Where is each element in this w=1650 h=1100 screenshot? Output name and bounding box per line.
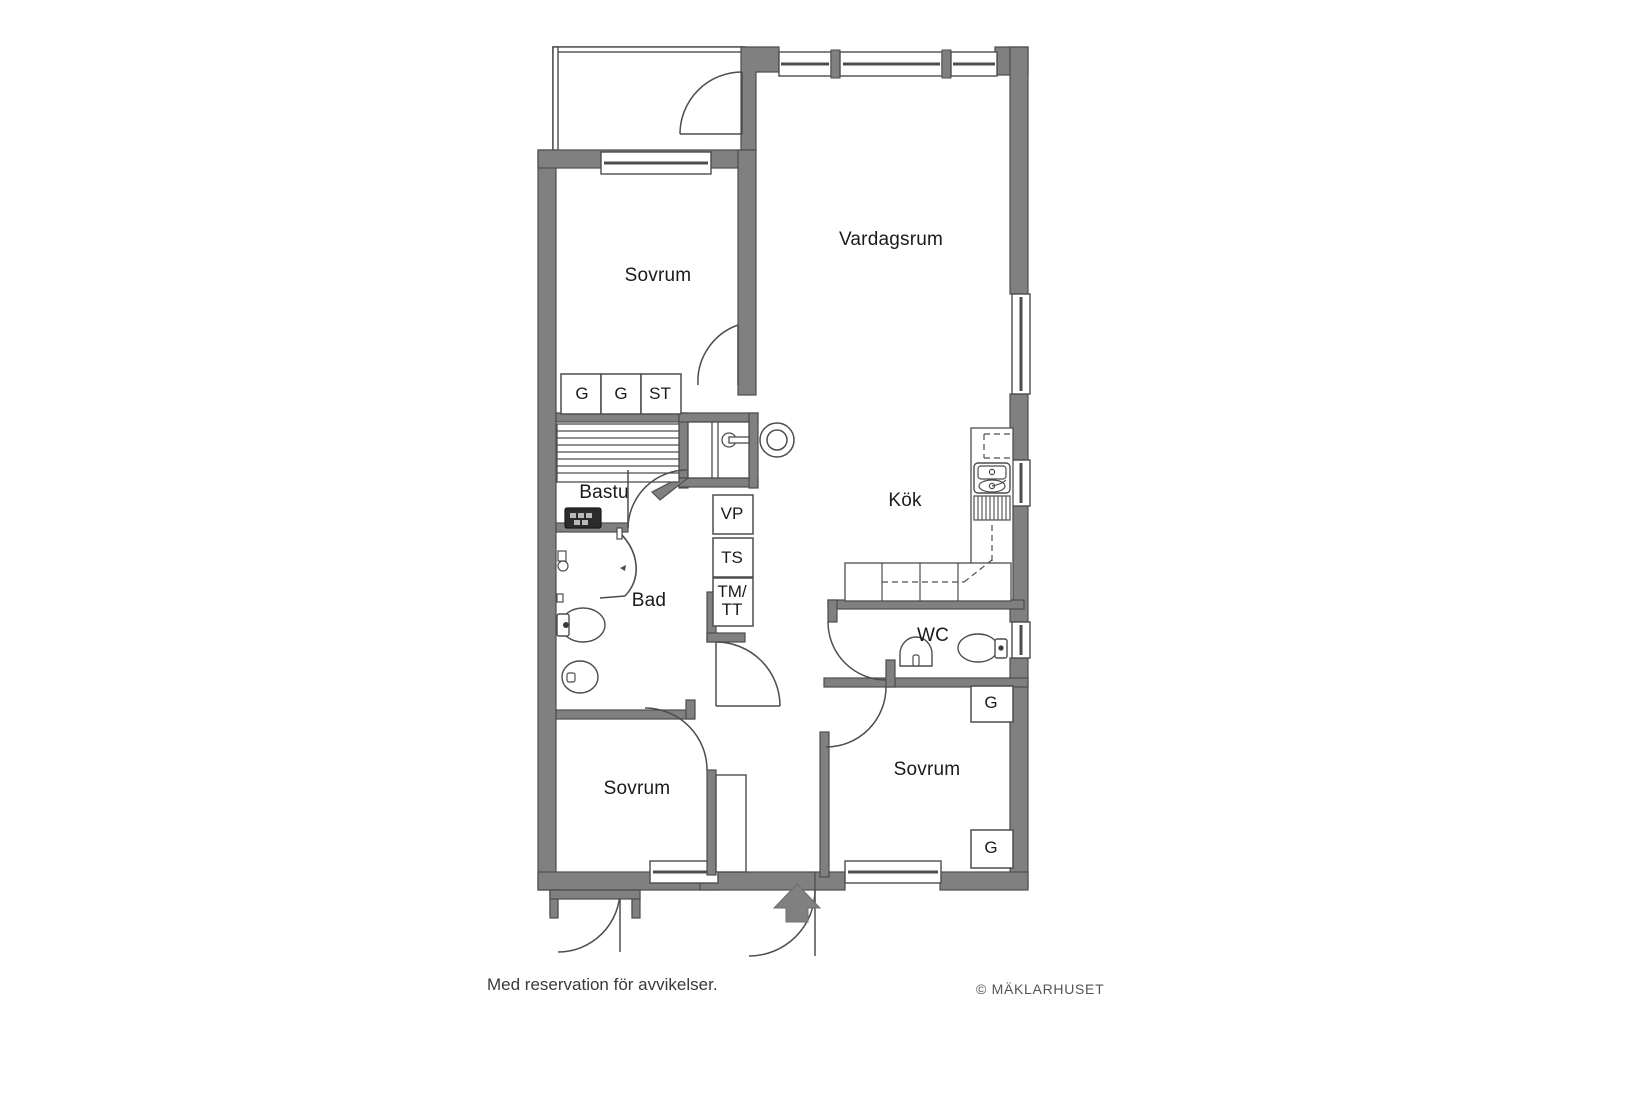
appliance-label-vp: VP <box>720 504 744 524</box>
closet-label-st: ST <box>649 384 671 404</box>
window-group-north <box>778 49 998 79</box>
balcony-outline <box>552 46 746 154</box>
window-bedroom-top <box>600 151 712 175</box>
closet-label-g-3: G <box>984 693 998 713</box>
bathroom-fixtures <box>556 527 637 694</box>
washer-icon <box>759 422 795 458</box>
hall-partition <box>715 774 747 873</box>
sauna-benches <box>556 423 680 529</box>
kitchen-counter <box>844 427 1014 602</box>
appliance-label-tm-tt: TM/ TT <box>717 582 747 619</box>
disclaimer-text: Med reservation för avvikelser. <box>487 975 718 994</box>
entrance-arrow <box>772 883 822 923</box>
storage-boxes <box>560 373 1014 869</box>
appliance-label-ts: TS <box>721 548 743 568</box>
room-label-sovrum-bottom-left: Sovrum <box>603 778 671 799</box>
closet-label-g-1: G <box>575 384 589 404</box>
porch-structure <box>549 889 641 919</box>
room-label-bastu: Bastu <box>579 482 629 503</box>
room-label-bad: Bad <box>631 590 667 611</box>
laundry-fixture <box>687 421 750 479</box>
room-label-vardagsrum: Vardagsrum <box>838 229 944 250</box>
window-group-east <box>1011 293 1031 659</box>
window-group-south <box>649 860 942 884</box>
room-label-sovrum-bottom-right: Sovrum <box>893 759 961 780</box>
copyright-text: © MÄKLARHUSET <box>976 981 1105 997</box>
room-label-kok: Kök <box>888 490 922 511</box>
door-swings <box>557 71 887 957</box>
room-label-wc: WC <box>916 625 950 646</box>
closet-label-g-2: G <box>614 384 628 404</box>
wc-fixtures <box>899 633 1008 667</box>
closet-label-g-4: G <box>984 838 998 858</box>
room-label-sovrum-top-left: Sovrum <box>624 265 692 286</box>
